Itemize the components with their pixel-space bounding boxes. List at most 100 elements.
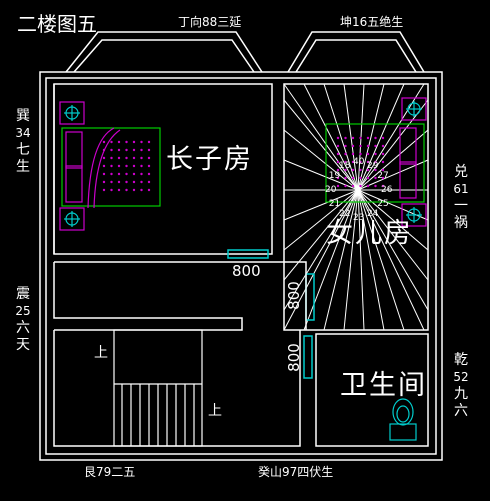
radial-line — [323, 189, 359, 331]
bed-pattern-dot — [359, 160, 362, 164]
nightstand-top-daughter — [401, 97, 427, 121]
bed-pattern-dot — [381, 136, 385, 140]
radial-line — [357, 83, 425, 191]
bed-pattern-dot — [359, 184, 362, 188]
toilet-fixture — [389, 398, 417, 441]
bed-pattern-dot — [344, 168, 347, 172]
bed-pattern-dot — [359, 176, 362, 180]
bed-pattern-dot — [102, 156, 106, 160]
bed-pattern-dot — [366, 176, 370, 180]
radial-number-label: 29 — [367, 160, 379, 171]
bed-pattern-dot — [366, 136, 370, 140]
radial-line — [303, 83, 359, 191]
bed-pattern-dot — [102, 164, 106, 168]
bed-pattern-dot — [366, 152, 370, 156]
radial-number-label: 22 — [339, 209, 351, 220]
radial-number-label: 21 — [328, 199, 341, 209]
radial-number-label: 23 — [353, 213, 365, 223]
bed-pattern-dot — [125, 180, 128, 184]
bed-pattern-dot — [102, 148, 106, 152]
radial-line — [357, 189, 365, 331]
bed-pattern-dot — [125, 140, 128, 144]
radial-line — [357, 189, 405, 331]
bed-pattern-dot — [125, 172, 128, 176]
nightstand-top-eldest — [59, 101, 85, 125]
bed-pattern-dot — [359, 152, 362, 156]
bed-pattern-dot — [117, 156, 121, 160]
bed-pattern-dot — [140, 164, 143, 168]
bed-pattern-dot — [102, 188, 106, 192]
bed-pattern-dot — [344, 160, 347, 164]
bed-pattern-dot — [117, 180, 121, 184]
bed-pattern-dot — [336, 136, 340, 140]
bed-pattern-dot — [147, 140, 151, 144]
daughter-room-walls — [283, 83, 429, 331]
bed-pattern-dot — [381, 144, 385, 148]
bed-pattern-dot — [374, 144, 377, 148]
radial-line — [357, 83, 385, 191]
nightstand-bottom-daughter — [401, 203, 427, 227]
bed-pattern-dot — [351, 152, 355, 156]
radial-line — [357, 189, 429, 251]
bed-pattern-dot — [132, 188, 136, 192]
door-bathroom — [303, 335, 313, 379]
radial-line — [283, 189, 359, 311]
bed-pattern-dot — [336, 184, 340, 188]
direction-bottom-left: 艮79二五 — [84, 465, 136, 479]
radial-line — [357, 83, 405, 191]
bed-pattern-dot — [344, 144, 347, 148]
stair-area-walls — [53, 330, 301, 447]
bed-pattern-dot — [351, 136, 355, 140]
bed-pattern-dot — [102, 140, 106, 144]
bed-pattern-dot — [374, 168, 377, 172]
bed-pattern-dot — [132, 156, 136, 160]
bed-pattern-dot — [102, 180, 106, 184]
bed-pattern-dot — [344, 184, 347, 188]
radial-line — [323, 83, 359, 191]
bed-pattern-dot — [374, 136, 377, 140]
bed-pattern-dot — [110, 172, 113, 176]
bed-pattern-dot — [381, 168, 385, 172]
radial-number-label: 27 — [377, 171, 389, 181]
bed-pattern-dot — [366, 184, 370, 188]
radial-line — [303, 189, 359, 331]
bed-pattern-dot — [132, 148, 136, 152]
bed-pattern-dot — [117, 148, 121, 152]
stair-up-label-2: 上 — [208, 403, 222, 419]
bed-pattern-dot — [344, 136, 347, 140]
bed-pattern-dot — [351, 160, 355, 164]
room-label-daughter: 女儿房 — [326, 218, 413, 249]
radial-line — [283, 189, 359, 251]
radial-line — [357, 189, 385, 331]
bed-pattern-dot — [344, 152, 347, 156]
bed-pattern-dot — [140, 148, 143, 152]
double-bed-daughter — [325, 123, 425, 203]
bed-pattern-dot — [147, 156, 151, 160]
direction-top-left: 丁向88三延 — [178, 15, 242, 29]
bed-pattern-dot — [110, 140, 113, 144]
bed-pattern-dot — [132, 164, 136, 168]
direction-bottom-center: 癸山97四伏生 — [258, 465, 334, 479]
bed-pattern-dot — [117, 172, 121, 176]
bed-pattern-dot — [110, 180, 113, 184]
stair-up-label-1: 上 — [94, 345, 108, 361]
eldest-son-room-walls — [53, 83, 273, 255]
bed-pattern-dot — [359, 136, 362, 140]
bed-pattern-dot — [351, 144, 355, 148]
radial-number-label: 18 — [339, 160, 351, 171]
bed-pattern-dot — [381, 176, 385, 180]
bed-pattern-dot — [140, 156, 143, 160]
radial-line — [343, 83, 359, 191]
bed-pattern-dot — [147, 164, 151, 168]
bed-pattern-dot — [374, 160, 377, 164]
radial-number-label: 24 — [367, 209, 379, 220]
radial-number-label: 40 — [353, 157, 365, 167]
bed-pattern-dot — [147, 180, 151, 184]
dimension-door-vertical-lower: 800 — [284, 343, 303, 372]
bed-pattern-dot — [110, 156, 113, 160]
direction-top-right: 坤16五绝生 — [340, 15, 404, 29]
bed-pattern-dot — [344, 176, 347, 180]
radial-line — [357, 189, 429, 281]
